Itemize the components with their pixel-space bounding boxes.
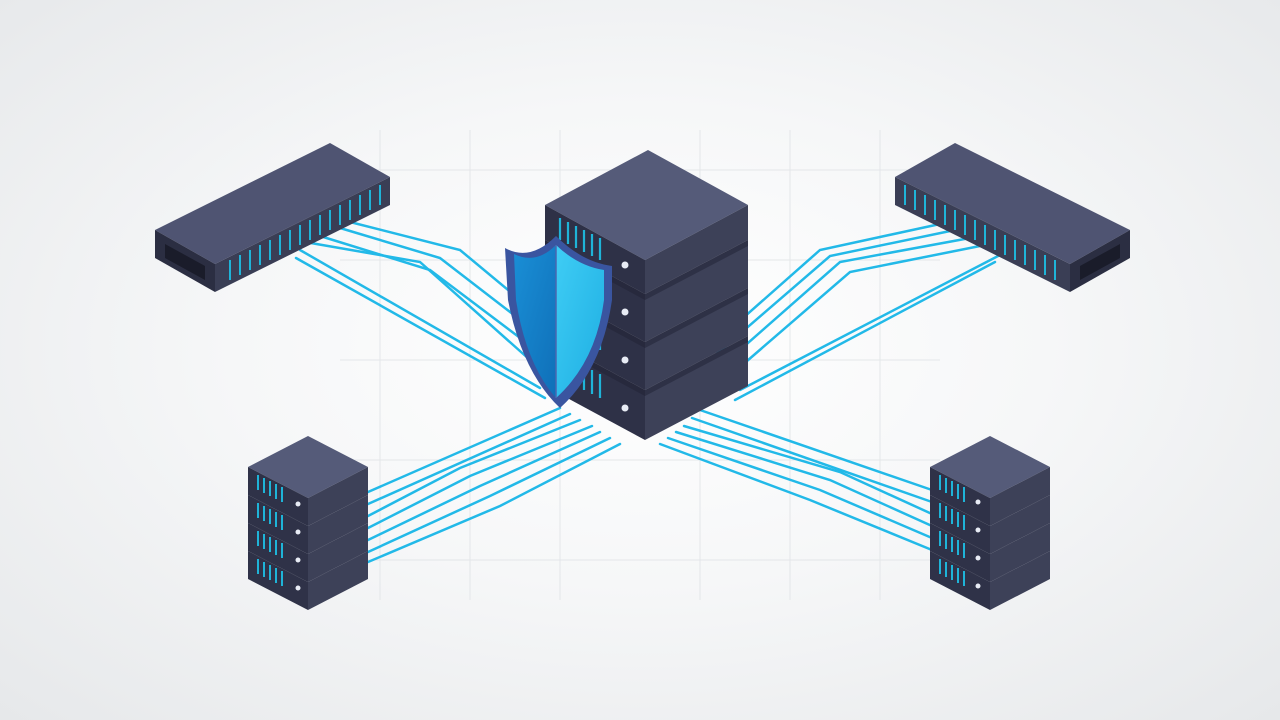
switch-left [155,143,390,292]
switch-left-ports [229,185,381,280]
cable-bundle-bottom-right [658,408,934,552]
server-stack-left [248,436,368,610]
server-left-unit-3 [248,523,368,582]
cable-bundle-top-left [294,220,592,400]
switch-right [895,143,1130,292]
server-right-unit-1 [930,467,1050,526]
server-right-unit-4 [930,551,1050,610]
server-stack-right [930,436,1050,610]
cable-bundle-bottom-left [366,406,622,564]
server-right-unit-3 [930,523,1050,582]
server-right-unit-2 [930,495,1050,554]
server-central-unit-1 [545,205,748,294]
switch-right-ports [904,185,1056,280]
server-left-unit-2 [248,495,368,554]
server-left-unit-1 [248,467,368,526]
server-left-unit-4 [248,551,368,610]
shield-icon [505,236,612,408]
